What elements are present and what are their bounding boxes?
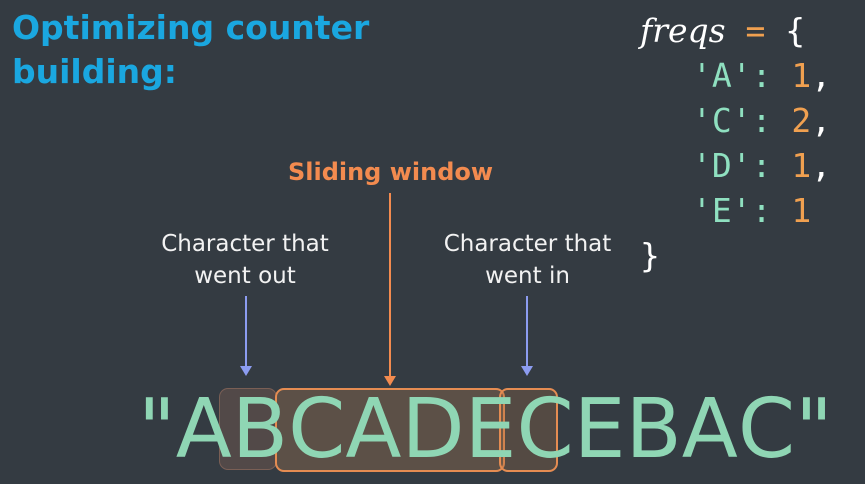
code-entry-value: 2 xyxy=(791,101,812,140)
went-out-line-2: went out xyxy=(194,263,296,289)
code-entry-key: 'A' xyxy=(692,56,752,95)
code-entry-key: 'E' xyxy=(692,191,752,230)
code-entry-value: 1 xyxy=(791,146,812,185)
sequence-char: A xyxy=(681,382,738,477)
sequence-string: "ABCADECEBAC" xyxy=(138,380,833,480)
went-out-label: Character that went out xyxy=(140,228,350,292)
went-in-line-2: went in xyxy=(485,263,570,289)
sequence-char: E xyxy=(464,382,517,477)
code-entry-comma: , xyxy=(811,146,832,185)
code-entry-comma: , xyxy=(811,56,832,95)
went-in-line-1: Character that xyxy=(443,231,612,257)
went-in-label: Character that went in xyxy=(420,228,635,292)
sequence-char: B xyxy=(231,382,289,477)
sequence-char: B xyxy=(625,382,682,477)
sliding-window-label: Sliding window xyxy=(268,156,513,188)
code-entry-key: 'D' xyxy=(692,146,752,185)
code-assign-op: = xyxy=(745,11,766,50)
sequence-char: C xyxy=(288,382,346,477)
title-line-1: Optimizing counter xyxy=(12,8,370,47)
freqs-code-block: freqs = { 'A': 1, 'C': 2, 'D': 1, 'E': 1… xyxy=(640,8,831,278)
went-out-line-1: Character that xyxy=(161,231,329,257)
code-entry: 'A': 1, xyxy=(692,56,832,95)
code-entry-key: 'C' xyxy=(692,101,752,140)
code-line-close: } xyxy=(640,233,831,278)
sequence-char: E xyxy=(573,382,626,477)
sequence-char: A xyxy=(345,382,402,477)
went-out-arrowhead xyxy=(240,366,252,376)
sequence-char: C xyxy=(516,382,574,477)
title-line-2: building: xyxy=(12,52,177,91)
sliding-window-arrowhead xyxy=(384,376,396,386)
sliding-window-highlight xyxy=(275,388,505,472)
slide-title: Optimizing counter building: xyxy=(12,6,369,94)
sequence-char: D xyxy=(401,382,465,477)
code-close-brace: } xyxy=(640,236,660,275)
code-var-name: freqs xyxy=(640,11,726,50)
went-in-highlight xyxy=(499,388,558,472)
code-entry-value: 1 xyxy=(791,191,812,230)
sequence-quote: " xyxy=(138,382,176,477)
went-in-arrowhead xyxy=(521,366,533,376)
sliding-window-text: Sliding window xyxy=(287,158,494,186)
sequence-quote: " xyxy=(795,382,833,477)
code-entry-value: 1 xyxy=(791,56,812,95)
code-open-brace: { xyxy=(785,11,806,50)
code-entry: 'E': 1 xyxy=(692,191,812,230)
sequence-char: C xyxy=(737,382,796,477)
code-entry: 'D': 1, xyxy=(692,146,832,185)
code-line-declaration: freqs = { xyxy=(640,8,831,53)
code-entry: 'C': 2, xyxy=(692,101,832,140)
code-entry-comma: , xyxy=(811,101,832,140)
sequence-char: A xyxy=(175,382,232,477)
